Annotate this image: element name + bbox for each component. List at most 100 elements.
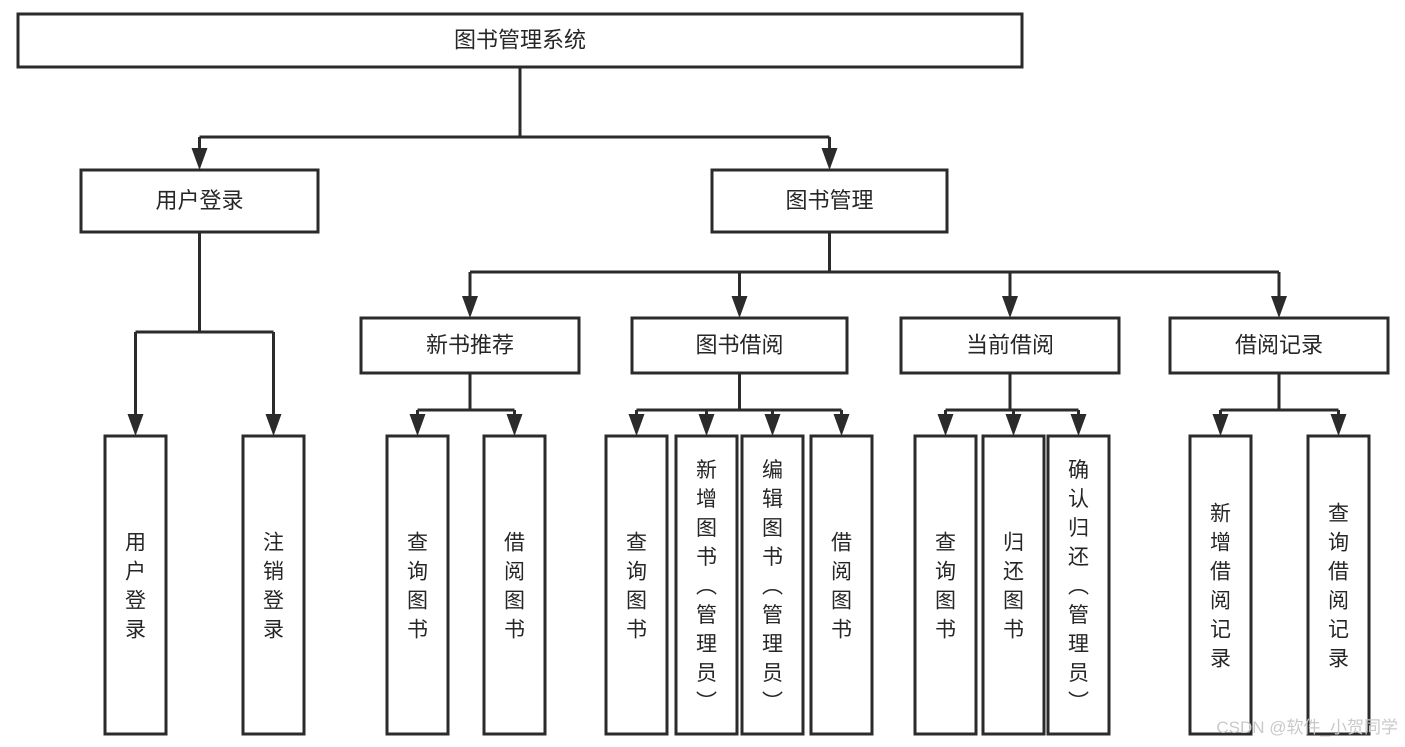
- node-label-char: ︵: [762, 575, 783, 598]
- node-label-char: 查: [1328, 503, 1349, 526]
- node-label-char: 借: [831, 532, 852, 555]
- node-label-char: 查: [407, 532, 428, 555]
- arrowhead-icon: [1002, 296, 1018, 318]
- node-label: 用户登录: [155, 188, 243, 213]
- arrowhead-icon: [1271, 296, 1287, 318]
- node-label-char: 编: [762, 459, 783, 482]
- node-label-char: 图: [504, 590, 525, 613]
- node-label-char: 登: [125, 590, 146, 613]
- node-book-borrow[interactable]: 图书借阅: [630, 316, 849, 375]
- node-label-char: 借: [1210, 561, 1231, 584]
- arrowhead-icon: [409, 414, 426, 436]
- nodes-layer: 图书管理系统用户登录图书管理新书推荐图书借阅当前借阅借阅记录用户登录注销登录查询…: [16, 12, 1390, 736]
- node-label-char: 书: [407, 619, 428, 642]
- node-label-char: 户: [125, 561, 146, 584]
- node-label-char: 归: [1068, 517, 1089, 540]
- node-label-char: 阅: [1328, 590, 1349, 613]
- node-label-char: 书: [504, 619, 525, 642]
- node-label-char: 图: [696, 517, 717, 540]
- arrowhead-icon: [191, 148, 208, 170]
- node-label-char: 管: [1068, 604, 1089, 627]
- arrowhead-icon: [1070, 414, 1087, 436]
- node-label-char: 还: [1003, 561, 1024, 584]
- node-label-char: 管: [696, 604, 717, 627]
- arrowhead-icon: [127, 414, 144, 436]
- node-label-char: 查: [935, 532, 956, 555]
- node-label-char: 图: [831, 590, 852, 613]
- node-label-char: 销: [263, 561, 284, 584]
- node-label-char: 新: [1210, 503, 1231, 526]
- node-label: 借阅记录: [1235, 332, 1323, 357]
- arrowhead-icon: [731, 296, 748, 318]
- arrowhead-icon: [628, 414, 645, 436]
- node-label-char: 录: [125, 619, 146, 642]
- node-root-图书管理系统[interactable]: 图书管理系统: [16, 12, 1024, 69]
- node-label-char: 书: [626, 619, 647, 642]
- node-label-char: 书: [762, 546, 783, 569]
- node-borrow-record[interactable]: 借阅记录: [1168, 316, 1390, 375]
- node-label: 当前借阅: [966, 332, 1054, 357]
- node-leaf-user-login[interactable]: 用户登录: [103, 434, 168, 736]
- node-label-char: 增: [696, 488, 717, 511]
- node-label-char: 录: [1328, 648, 1349, 671]
- node-label-char: 阅: [1210, 590, 1231, 613]
- node-label-char: 图: [407, 590, 428, 613]
- node-label-char: 书: [935, 619, 956, 642]
- node-label-char: 理: [696, 633, 717, 656]
- arrowhead-icon: [1330, 414, 1347, 436]
- node-label-char: 询: [626, 561, 647, 584]
- arrowhead-icon: [506, 414, 523, 436]
- node-label-char: 管: [762, 604, 783, 627]
- node-label-char: 图: [1003, 590, 1024, 613]
- node-label-char: 新: [696, 459, 717, 482]
- node-label-char: ︶: [1068, 691, 1089, 714]
- node-label-char: 员: [1068, 662, 1089, 685]
- arrowhead-icon: [764, 414, 781, 436]
- node-label-char: 认: [1068, 488, 1089, 511]
- node-label-char: 理: [762, 633, 783, 656]
- node-label-char: 记: [1328, 619, 1349, 642]
- node-label-char: 记: [1210, 619, 1231, 642]
- node-label-char: ︶: [762, 691, 783, 714]
- arrowhead-icon: [1212, 414, 1229, 436]
- node-current-borrow[interactable]: 当前借阅: [899, 316, 1121, 375]
- node-label-char: 录: [1210, 648, 1231, 671]
- arrowhead-icon: [265, 414, 282, 436]
- node-label-char: 确: [1068, 459, 1089, 482]
- arrowhead-icon: [833, 414, 850, 436]
- node-book-manage[interactable]: 图书管理: [710, 168, 949, 234]
- node-label-char: 借: [1328, 561, 1349, 584]
- node-label-char: 录: [263, 619, 284, 642]
- node-new-book-recommend[interactable]: 新书推荐: [359, 316, 581, 375]
- node-label-char: 辑: [762, 488, 783, 511]
- arrowhead-icon: [821, 148, 838, 170]
- node-label-char: 阅: [831, 561, 852, 584]
- node-label-char: 用: [125, 532, 146, 555]
- node-label-char: 注: [263, 532, 284, 555]
- node-label: 图书管理系统: [454, 27, 586, 52]
- node-label-char: 书: [696, 546, 717, 569]
- node-label-char: 图: [935, 590, 956, 613]
- node-label-char: 员: [762, 662, 783, 685]
- node-user-login[interactable]: 用户登录: [79, 168, 320, 234]
- node-label-char: 书: [831, 619, 852, 642]
- node-label-char: 查: [626, 532, 647, 555]
- node-label: 图书借阅: [695, 332, 783, 357]
- node-label: 图书管理: [785, 188, 873, 213]
- arrowhead-icon: [937, 414, 954, 436]
- node-label-char: 询: [407, 561, 428, 584]
- node-label-char: 询: [935, 561, 956, 584]
